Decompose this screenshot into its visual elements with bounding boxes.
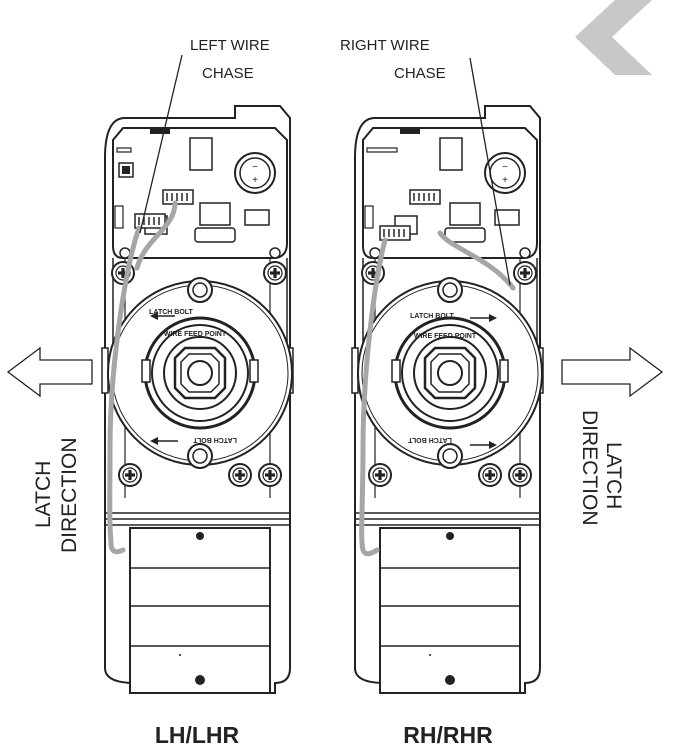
- latch-bolt-label-bottom-left: LATCH BOLT: [192, 436, 236, 443]
- lh-lock-module: [102, 106, 293, 693]
- latch-bolt-label-bottom-right: LATCH BOLT: [407, 436, 451, 443]
- right-wire-chase-line1: RIGHT WIRE: [340, 37, 430, 54]
- rh-rhr-title: RH/RHR: [403, 722, 493, 748]
- wire-feed-point-label-right: WIRE FEED POINT: [414, 333, 477, 340]
- arrow-left-icon: [6, 346, 93, 398]
- left-wire-chase-leader: [139, 54, 183, 234]
- latch-direction-right-line2: DIRECTION: [578, 410, 601, 526]
- latch-bolt-label-top-right: LATCH BOLT: [410, 313, 454, 320]
- lh-lhr-title: LH/LHR: [155, 722, 240, 748]
- right-wire-chase-leader: [469, 57, 511, 286]
- wire-feed-point-label-left: WIRE FEED POINT: [164, 331, 227, 338]
- left-wire-chase-line1: LEFT WIRE: [190, 37, 270, 54]
- latch-direction-right-line1: LATCH: [602, 442, 625, 509]
- arrow-right-icon: [561, 346, 664, 398]
- rh-lock-module: [352, 106, 543, 693]
- latch-bolt-label-top-left: LATCH BOLT: [149, 309, 193, 316]
- back-chevron-icon: [575, 0, 652, 75]
- left-wire-chase-line2: CHASE: [202, 65, 254, 82]
- right-wire-chase-line2: CHASE: [394, 65, 446, 82]
- latch-direction-left-line2: DIRECTION: [58, 438, 81, 554]
- latch-direction-left-line1: LATCH: [32, 461, 55, 528]
